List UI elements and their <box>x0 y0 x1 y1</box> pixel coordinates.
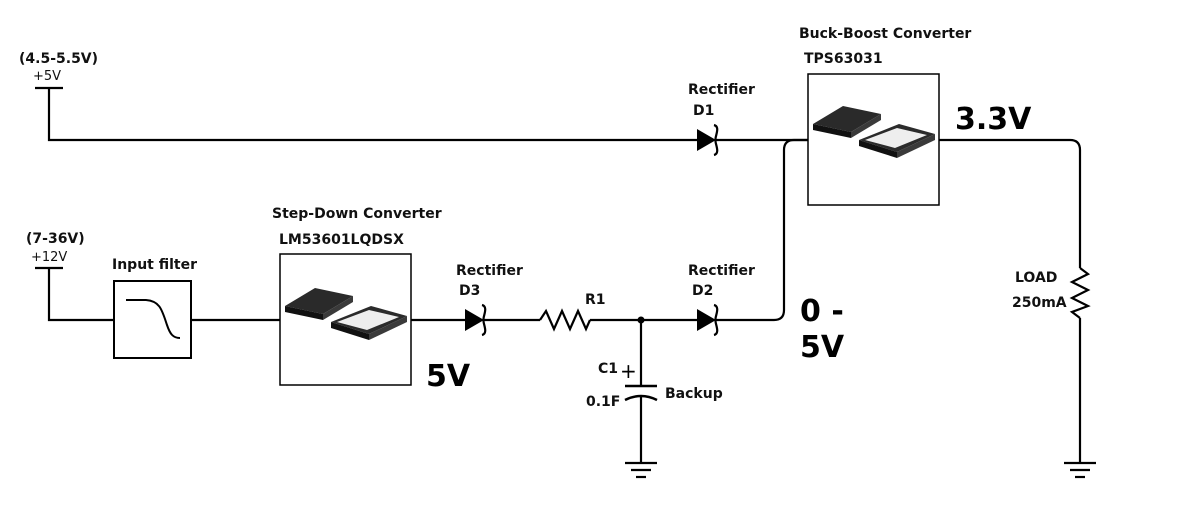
supply-5v: (4.5-5.5V) +5V <box>19 51 98 90</box>
buck-boost-output-label: 3.3V <box>955 102 1032 137</box>
d3-triangle <box>465 309 484 331</box>
backup-node-label-line2: 5V <box>800 330 845 365</box>
step-down-output-label: 5V <box>426 359 471 394</box>
buck-boost-title: Buck-Boost Converter <box>799 26 971 42</box>
capacitor-c1: + C1 0.1F Backup <box>586 320 723 462</box>
d2-ref-label: D2 <box>692 283 713 299</box>
supply-5v-range: (4.5-5.5V) <box>19 51 98 67</box>
diode-d1: Rectifier D1 <box>688 82 755 157</box>
wire-d2-to-buckboost <box>717 138 808 322</box>
chip-icon <box>285 288 407 340</box>
wire-12v-to-filter <box>47 268 114 322</box>
load-resistor: LOAD 250mA <box>1012 267 1091 462</box>
lowpass-curve-icon <box>126 299 181 339</box>
supply-12v-range: (7-36V) <box>26 231 85 247</box>
supply-12v-name: +12V <box>31 250 67 265</box>
diode-d2: Rectifier D2 <box>688 263 755 337</box>
diode-d3: Rectifier D3 <box>456 263 523 337</box>
r1-zigzag <box>539 308 592 332</box>
d1-ref-label: D1 <box>693 103 714 119</box>
d3-ref-label: D3 <box>459 283 480 299</box>
resistor-r1: R1 <box>539 292 606 332</box>
c1-ref-label: C1 <box>598 361 618 377</box>
d1-triangle <box>697 129 716 151</box>
load-name: LOAD <box>1015 270 1057 286</box>
d1-type-label: Rectifier <box>688 82 755 98</box>
wire-5v-rail <box>47 88 697 142</box>
step-down-part: LM53601LQDSX <box>279 232 404 248</box>
backup-node-label-line1: 0 - <box>800 294 844 329</box>
input-filter-box <box>113 280 192 359</box>
d1-cathode <box>713 123 719 157</box>
step-down-converter: Step-Down Converter LM53601LQDSX 5V <box>272 206 471 394</box>
d3-type-label: Rectifier <box>456 263 523 279</box>
supply-5v-name: +5V <box>33 69 61 84</box>
load-current: 250mA <box>1012 295 1067 311</box>
c1-plus-sign: + <box>620 359 637 383</box>
d2-type-label: Rectifier <box>688 263 755 279</box>
input-filter-label: Input filter <box>112 257 197 273</box>
r1-ref-label: R1 <box>585 292 606 308</box>
ground-symbol-c1 <box>625 461 657 479</box>
buck-boost-part: TPS63031 <box>804 51 883 67</box>
load-resistor-zigzag <box>1069 267 1091 319</box>
c1-value-label: 0.1F <box>586 394 620 410</box>
d2-triangle <box>697 309 716 331</box>
c1-note-label: Backup <box>665 386 723 402</box>
buck-boost-converter: Buck-Boost Converter TPS63031 3.3V <box>799 26 1032 206</box>
wire-3v3-to-load <box>939 138 1082 268</box>
step-down-title: Step-Down Converter <box>272 206 442 222</box>
input-filter: Input filter <box>112 257 197 359</box>
ground-symbol-load <box>1064 461 1096 479</box>
chip-icon <box>813 106 935 158</box>
supply-12v: (7-36V) +12V <box>26 231 85 270</box>
